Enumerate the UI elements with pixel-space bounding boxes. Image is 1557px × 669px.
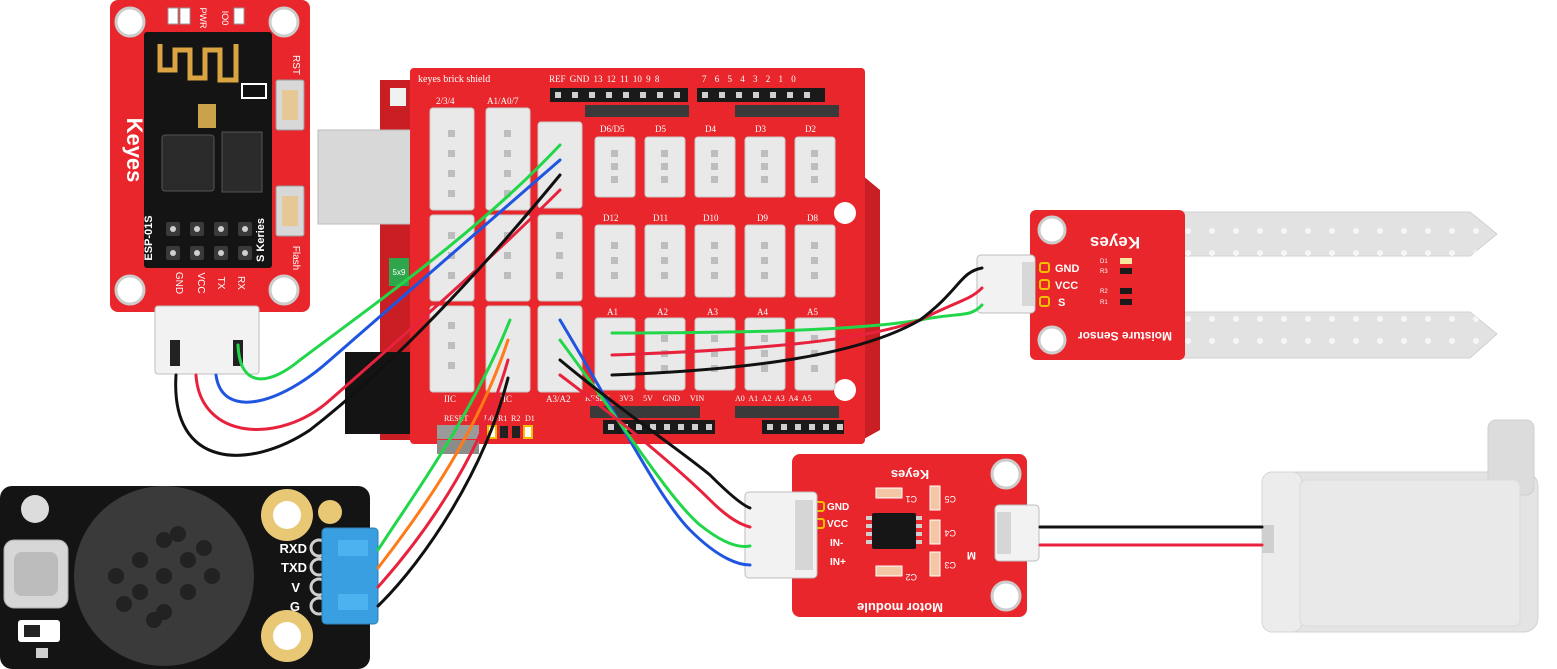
moisture-part-d1: D1: [1100, 259, 1108, 265]
motor-part-c1: C1: [905, 494, 917, 504]
analog-header[interactable]: [762, 420, 844, 434]
wires: [174, 143, 1264, 608]
bl-label-reset: RESET: [444, 414, 469, 423]
moisture-pin-s: S: [1058, 297, 1065, 309]
wire-moisture-green: [610, 303, 984, 335]
row-label-a3: A3: [707, 307, 718, 317]
wire-esp-green: [236, 143, 562, 381]
row-label-d6d5: D6/D5: [600, 124, 625, 134]
wire-motor-red: [558, 373, 752, 529]
motor-part-c5: C5: [944, 494, 956, 504]
wire-voice-orange: [376, 338, 510, 570]
esp-series: S Keries: [255, 218, 267, 262]
iic-label-1: IIC: [444, 394, 456, 404]
esp-pin-rx: RX: [235, 276, 246, 290]
esp-led-pwr: PWR: [198, 8, 208, 29]
row-label-d12: D12: [603, 213, 619, 223]
row-label-a5: A5: [807, 307, 818, 317]
side-chip-label: 5x9: [393, 268, 406, 277]
wire-motor-green: [558, 338, 752, 548]
esp-pin-tx: TX: [215, 277, 226, 290]
moisture-pin-vcc: VCC: [1055, 280, 1078, 292]
motor-part-c2: C2: [905, 572, 917, 582]
shield-top-header-right: 7 6 5 4 3 2 1 0: [702, 74, 796, 84]
motor-out-label: M: [967, 549, 976, 561]
analog-header-label: A0 A1 A2 A3 A4 A5: [735, 394, 811, 403]
bl-label-r1: R1: [498, 414, 507, 423]
moisture-part-r2: R2: [1100, 289, 1108, 295]
a3a2-label: A3/A2: [546, 394, 571, 404]
power-header-label: RESET 3V3 5V GND VIN: [585, 394, 704, 403]
row-label-a1: A1: [607, 307, 618, 317]
motor-pin-gnd: GND: [827, 502, 849, 513]
row-label-d10: D10: [703, 213, 719, 223]
voice-pin-v: V: [291, 580, 300, 595]
row-label-a2: A2: [657, 307, 668, 317]
moisture-sensor: Keyes Moisture Sensor GND VCC S D1 R3 R2…: [976, 210, 1498, 360]
wire-esp-black: [174, 173, 562, 457]
shield-title: keyes brick shield: [418, 74, 490, 85]
motor-pin-in-plus: IN+: [830, 557, 846, 568]
moisture-brand: Keyes: [1090, 233, 1140, 252]
voice-pin-txd: TXD: [281, 560, 307, 575]
esp-pin-gnd: GND: [173, 272, 184, 294]
row-label-d4: D4: [705, 124, 716, 134]
wire-voice-black: [376, 376, 510, 608]
esp-brand: Keyes: [122, 118, 147, 183]
esp-rst-label: RST: [290, 55, 301, 75]
bl-label-d1: D1: [525, 414, 535, 423]
motor-brand: Keyes: [891, 467, 929, 482]
wire-moisture-black: [610, 266, 984, 377]
moisture-title: Moisture Sensor: [1078, 329, 1172, 343]
esp-flash-label: Flash: [290, 246, 301, 270]
moisture-part-r1: R1: [1100, 300, 1108, 306]
esp01s-module: Keyes ESP-01S S Keries PWR IO0 RST Flash…: [110, 0, 310, 375]
digital-header-right[interactable]: [697, 88, 825, 102]
motor-title: Motor module: [857, 600, 943, 615]
moisture-pin-gnd: GND: [1055, 263, 1080, 275]
row-label-a4: A4: [757, 307, 768, 317]
row-label-d5: D5: [655, 124, 666, 134]
esp-led-io0: IO0: [220, 11, 230, 26]
voice-pin-g: G: [290, 599, 300, 614]
motor-part-c4: C4: [944, 528, 956, 538]
usb-port[interactable]: [317, 129, 413, 225]
digital-header-left[interactable]: [550, 88, 688, 102]
wire-motor-black: [558, 358, 752, 510]
wire-motor-blue: [558, 318, 752, 567]
motor-part-c3: C3: [944, 560, 956, 570]
voice-module: RXD TXD V G: [0, 486, 379, 669]
motor-module: Keyes Motor module GND VCC IN- IN+ C1 C5…: [744, 454, 1040, 617]
row-label-d9: D9: [757, 213, 768, 223]
wire-voice-red: [376, 358, 510, 589]
water-pump: [1261, 419, 1539, 633]
esp-model: ESP-01S: [143, 215, 155, 260]
motor-pin-vcc: VCC: [827, 519, 848, 530]
voice-pin-rxd: RXD: [280, 541, 307, 556]
moisture-connector[interactable]: [976, 254, 1036, 314]
col-label-a1a07: A1/A0/7: [487, 96, 519, 106]
wire-esp-blue: [214, 158, 562, 404]
wire-voice-green: [376, 318, 512, 552]
moisture-part-r3: R3: [1100, 269, 1108, 275]
bl-label-r2: R2: [511, 414, 520, 423]
wire-moisture-red: [610, 286, 984, 357]
shield-top-header-left: REF GND 13 12 11 10 9 8: [549, 74, 660, 84]
row-label-d8: D8: [807, 213, 818, 223]
row-label-d2: D2: [805, 124, 816, 134]
row-label-d3: D3: [755, 124, 766, 134]
col-label-234: 2/3/4: [436, 96, 455, 106]
row-label-d11: D11: [653, 213, 668, 223]
motor-pin-in-minus: IN-: [830, 538, 843, 549]
iic-label-2: IIC: [500, 394, 512, 404]
esp-pin-vcc: VCC: [195, 272, 206, 293]
